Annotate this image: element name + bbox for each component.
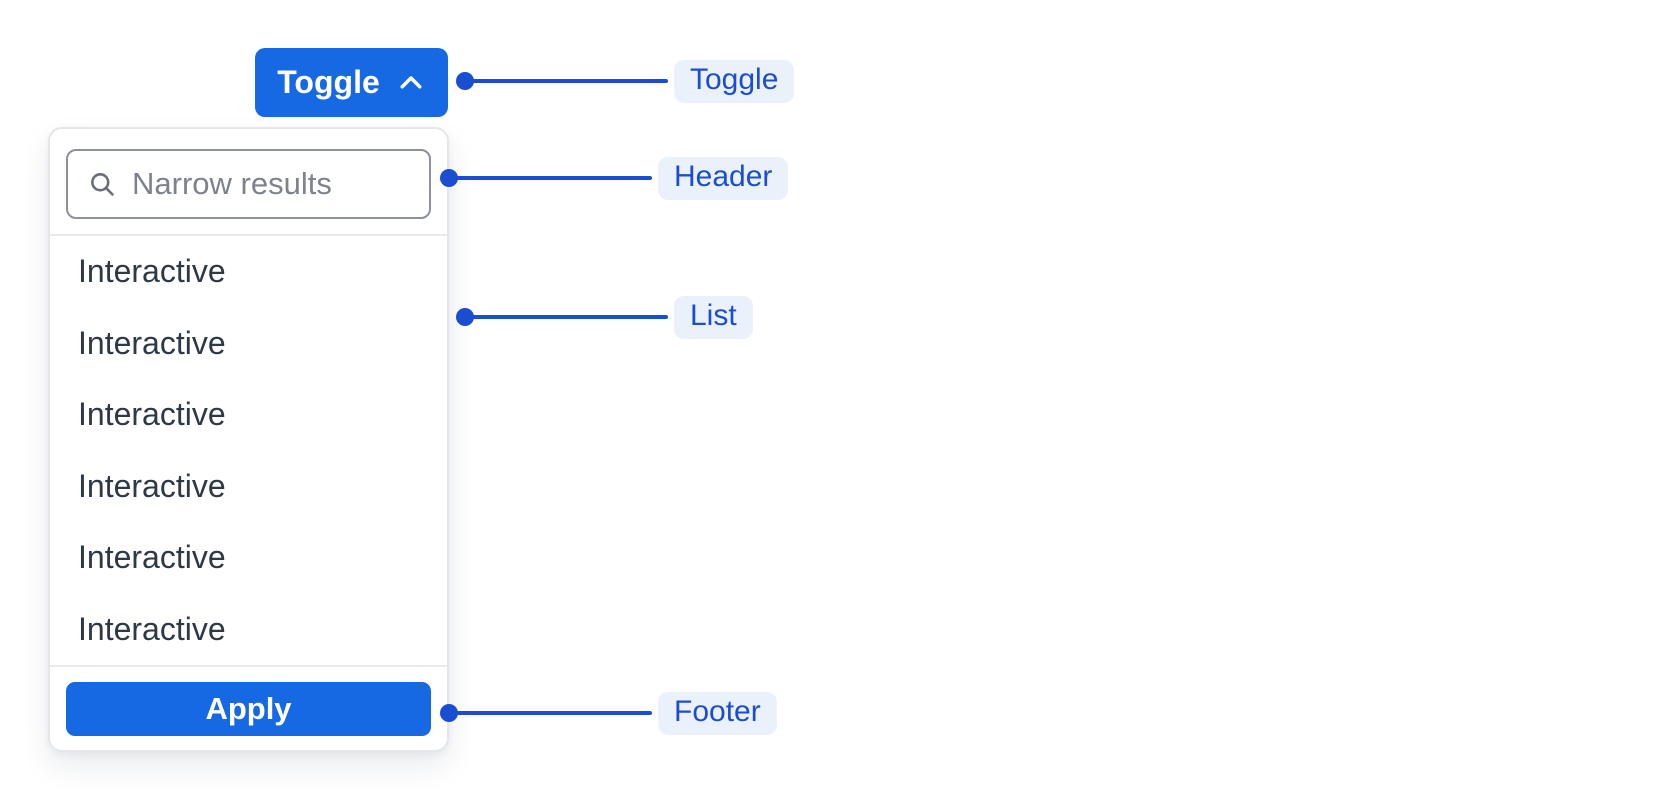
- annotation-label: List: [674, 295, 753, 339]
- connector-dot: [440, 704, 458, 722]
- list-item[interactable]: Interactive: [78, 610, 226, 647]
- list-item[interactable]: Interactive: [78, 539, 226, 576]
- connector-dot: [440, 169, 458, 187]
- list-item[interactable]: Interactive: [78, 253, 226, 290]
- connector-dot: [456, 72, 474, 90]
- dropdown-list: Interactive Interactive Interactive Inte…: [50, 236, 447, 665]
- toggle-button-label: Toggle: [277, 64, 380, 100]
- annotation-label: Footer: [658, 691, 777, 735]
- connector-line: [472, 79, 668, 83]
- connector-line: [456, 711, 652, 715]
- annotation-list: List: [456, 295, 753, 339]
- chevron-up-icon: [396, 68, 426, 98]
- annotation-header: Header: [440, 156, 789, 200]
- dropdown-header: [50, 129, 447, 236]
- annotation-label: Toggle: [674, 59, 795, 103]
- connector-line: [472, 315, 668, 319]
- toggle-button[interactable]: Toggle: [255, 48, 448, 117]
- list-item[interactable]: Interactive: [78, 467, 226, 504]
- annotation-toggle: Toggle: [456, 59, 795, 103]
- connector-line: [456, 176, 652, 180]
- search-field[interactable]: [66, 149, 431, 219]
- list-item[interactable]: Interactive: [78, 324, 226, 361]
- list-item[interactable]: Interactive: [78, 396, 226, 433]
- search-icon: [88, 170, 116, 198]
- dropdown-panel: Interactive Interactive Interactive Inte…: [48, 127, 449, 752]
- search-input[interactable]: [132, 166, 409, 202]
- dropdown-footer: Apply: [50, 665, 447, 750]
- apply-button[interactable]: Apply: [66, 682, 431, 736]
- connector-dot: [456, 308, 474, 326]
- annotation-label: Header: [658, 156, 789, 200]
- annotation-footer: Footer: [440, 691, 777, 735]
